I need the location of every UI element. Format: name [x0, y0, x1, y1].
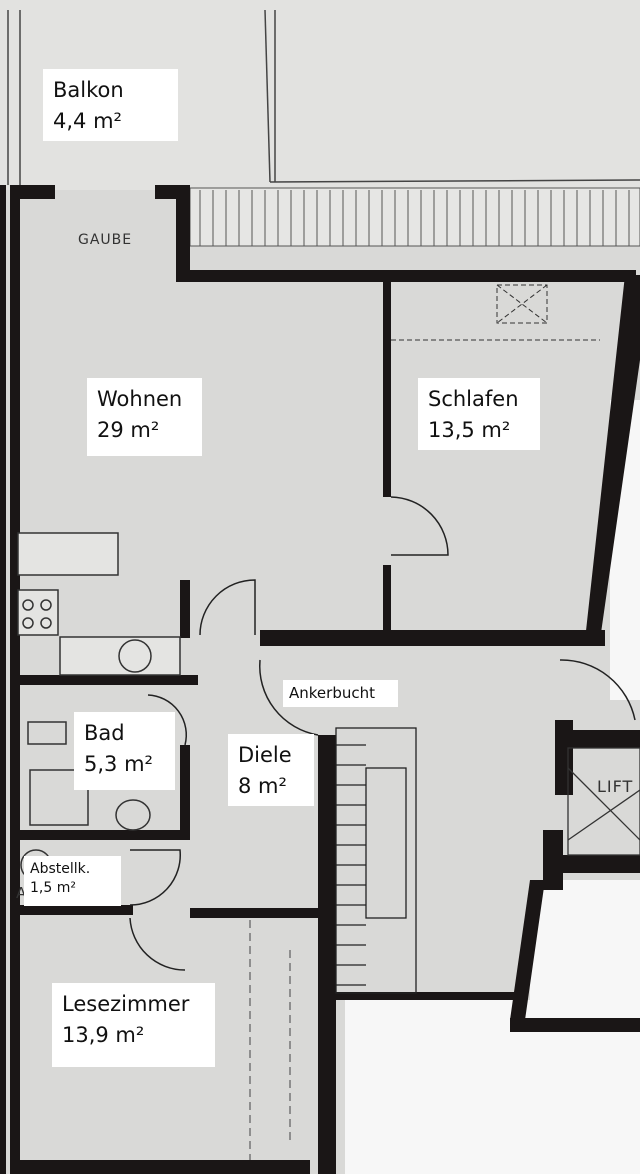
kitchen — [17, 532, 181, 676]
room-label-wohnen: Wohnen 29 m² — [87, 378, 202, 456]
lesezimmer-dashed-lines — [249, 920, 291, 1160]
skylight — [391, 284, 600, 341]
room-name: Wohnen — [97, 387, 183, 411]
lift-shaft — [567, 747, 640, 856]
room-label-bad: Bad 5,3 m² — [74, 712, 175, 790]
room-area: 1,5 m² — [30, 880, 76, 896]
room-label-lesezimmer: Lesezimmer 13,9 m² — [52, 983, 215, 1067]
room-name: Bad — [84, 721, 125, 745]
room-label-abstellk: Abstellk. 1,5 m² — [24, 856, 121, 906]
room-label-diele: Diele 8 m² — [228, 734, 314, 806]
room-area: 8 m² — [238, 774, 287, 798]
lift-annotation: LIFT — [597, 777, 634, 796]
doors — [129, 496, 636, 971]
room-area: 29 m² — [97, 418, 160, 442]
room-area: 13,5 m² — [428, 418, 511, 442]
room-area: 5,3 m² — [84, 752, 153, 776]
room-label-balkon: Balkon 4,4 m² — [43, 69, 178, 141]
terrace-slats — [189, 187, 640, 247]
a-mark: A — [16, 884, 28, 902]
room-name: Diele — [238, 743, 292, 767]
room-name: Schlafen — [428, 387, 519, 411]
ankerbucht-label: Ankerbucht — [283, 680, 398, 707]
room-label-schlafen: Schlafen 13,5 m² — [418, 378, 540, 450]
terrace-slat-lines — [199, 190, 630, 246]
walls — [0, 185, 640, 1174]
room-area: 4,4 m² — [53, 109, 122, 133]
balcony-railing — [7, 9, 640, 185]
room-name: Abstellk. — [30, 861, 91, 877]
white-area-right — [530, 880, 640, 1030]
room-name: Balkon — [53, 78, 124, 102]
room-name: Lesezimmer — [62, 992, 190, 1016]
staircase — [335, 727, 417, 994]
gaube-annotation: GAUBE — [78, 232, 133, 248]
room-area: 13,9 m² — [62, 1023, 145, 1047]
